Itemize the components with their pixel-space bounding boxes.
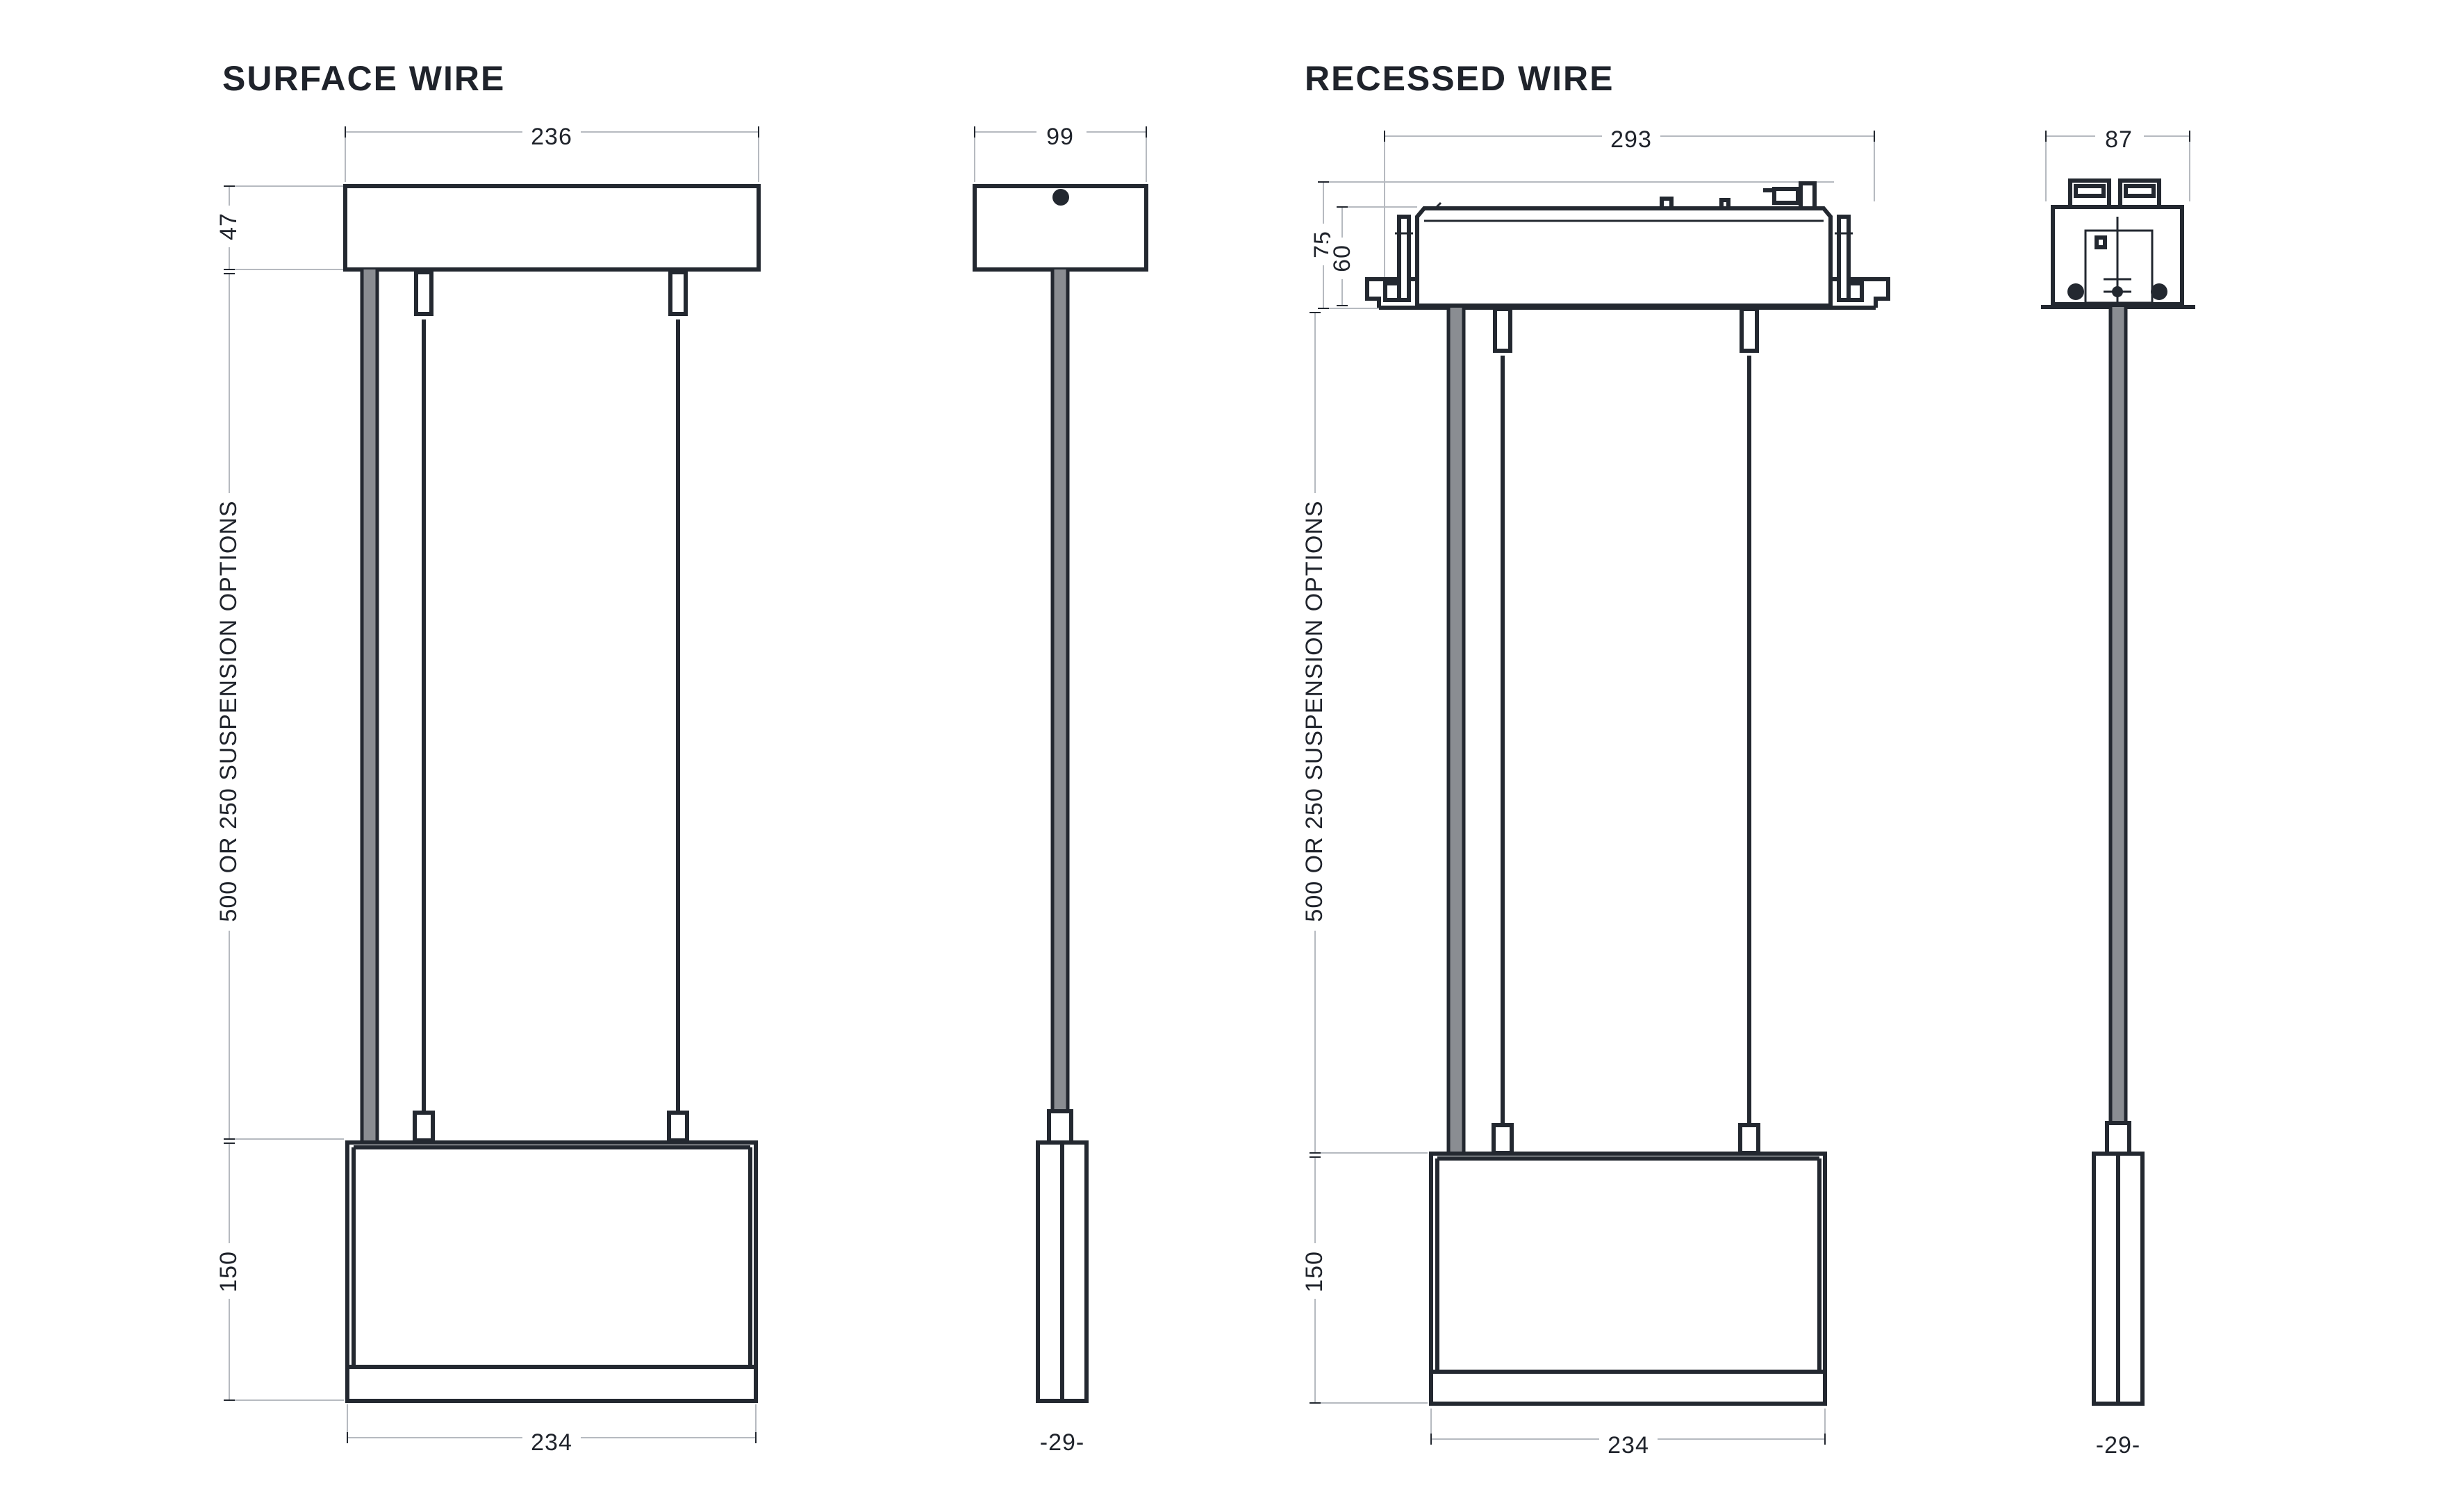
surface-side-power-cable bbox=[1047, 269, 1073, 1145]
svg-text:500 OR 250 SUSPENSION OPTIONS: 500 OR 250 SUSPENSION OPTIONS bbox=[1301, 500, 1328, 922]
svg-text:150: 150 bbox=[215, 1251, 242, 1293]
svg-text:150: 150 bbox=[1301, 1251, 1328, 1293]
svg-text:47: 47 bbox=[215, 213, 242, 240]
svg-text:293: 293 bbox=[1610, 126, 1652, 153]
recessed-suspension-wire-left bbox=[1492, 307, 1514, 1155]
recessed-side-luminaire-body bbox=[2092, 1152, 2145, 1406]
dim-surface-side-body-width: -29- bbox=[1040, 1429, 1084, 1456]
surface-side-canopy-screw bbox=[1052, 189, 1069, 206]
svg-text:99: 99 bbox=[1046, 124, 1074, 150]
recessed-power-cable bbox=[1446, 308, 1466, 1154]
surface-canopy bbox=[343, 184, 761, 272]
dim-recessed-housing-height-outer: 75 bbox=[1310, 181, 1834, 309]
surface-side-luminaire-body bbox=[1036, 1140, 1089, 1403]
dim-recessed-housing-width: 293 bbox=[1384, 122, 1875, 300]
recessed-luminaire-body bbox=[1429, 1152, 1827, 1406]
svg-text:500 OR 250 SUSPENSION OPTIONS: 500 OR 250 SUSPENSION OPTIONS bbox=[215, 500, 242, 922]
dim-surface-body-height: 150 bbox=[215, 1143, 344, 1401]
title-surface-wire: SURFACE WIRE bbox=[222, 59, 505, 98]
svg-text:236: 236 bbox=[531, 124, 572, 150]
recessed-front-view: 293 75 60 500 OR 250 SUSPENS bbox=[1301, 122, 1890, 1459]
dim-surface-canopy-width: 236 bbox=[345, 118, 759, 182]
surface-suspension-wire-left bbox=[413, 270, 435, 1143]
dim-recessed-side-housing-width: 87 bbox=[2045, 122, 2190, 201]
dim-recessed-body-width: 234 bbox=[1430, 1409, 1826, 1459]
dim-surface-body-width: 234 bbox=[347, 1404, 757, 1456]
recessed-side-housing bbox=[2041, 178, 2195, 309]
dim-surface-suspension: 500 OR 250 SUSPENSION OPTIONS bbox=[215, 273, 344, 1140]
dim-surface-canopy-height: 47 bbox=[215, 185, 344, 270]
recessed-suspension-wire-right bbox=[1738, 307, 1760, 1155]
svg-text:60: 60 bbox=[1329, 244, 1355, 272]
svg-text:-29-: -29- bbox=[2096, 1432, 2140, 1459]
recessed-side-power-cable bbox=[2105, 307, 2131, 1156]
recessed-housing bbox=[1365, 181, 1890, 310]
dim-recessed-side-body-width: -29- bbox=[2096, 1432, 2140, 1459]
svg-text:234: 234 bbox=[531, 1429, 572, 1456]
title-recessed-wire: RECESSED WIRE bbox=[1305, 59, 1614, 98]
svg-text:234: 234 bbox=[1608, 1432, 1649, 1459]
surface-suspension-wire-right bbox=[667, 270, 689, 1143]
surface-side-view: 99 -29- bbox=[973, 118, 1148, 1456]
dim-recessed-body-height: 150 bbox=[1301, 1156, 1428, 1404]
dim-surface-side-canopy-width: 99 bbox=[974, 118, 1147, 182]
svg-text:87: 87 bbox=[2105, 126, 2133, 153]
recessed-side-view: 87 -29- bbox=[2041, 122, 2195, 1459]
surface-luminaire-body bbox=[345, 1140, 758, 1403]
svg-text:-29-: -29- bbox=[1040, 1429, 1084, 1456]
surface-power-cable bbox=[360, 269, 379, 1143]
dim-recessed-housing-height-inner: 60 bbox=[1328, 206, 1417, 306]
surface-front-view: 236 47 500 OR 250 SUSPENSION OPTIONS bbox=[215, 118, 761, 1456]
dim-recessed-suspension: 500 OR 250 SUSPENSION OPTIONS bbox=[1301, 312, 1428, 1154]
